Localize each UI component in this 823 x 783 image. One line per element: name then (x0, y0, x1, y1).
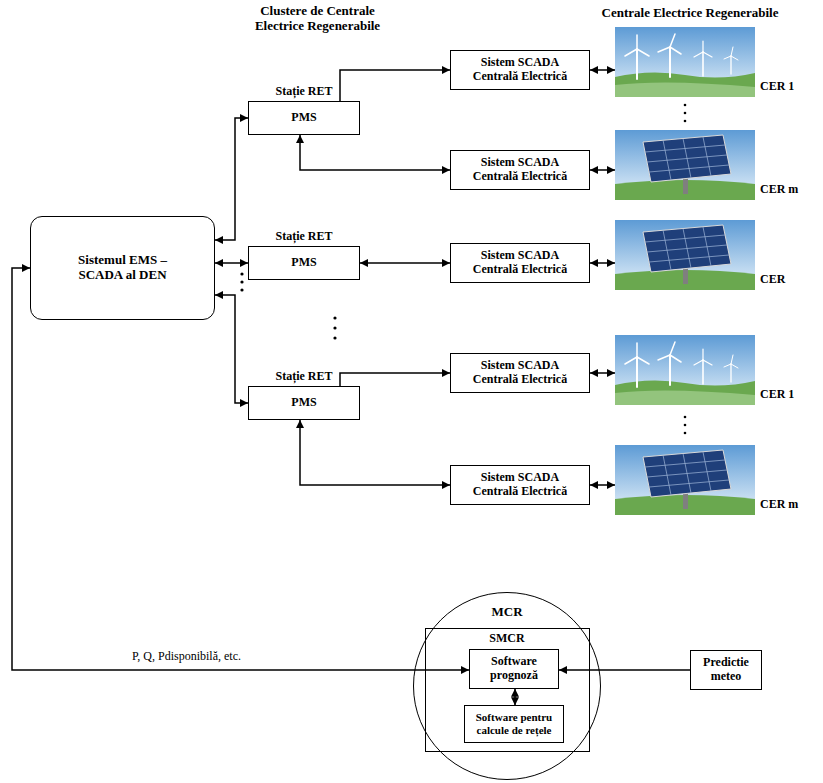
signal-label: P, Q, Pdisponibilă, etc. (130, 650, 243, 664)
connector (360, 262, 450, 264)
scada-box: Sistem SCADA Centrală Electrică (450, 50, 590, 90)
solar-plant-picture (615, 445, 755, 515)
solar-plant-picture (615, 130, 755, 200)
connector (559, 669, 690, 671)
plant-picture: CER (615, 220, 755, 290)
connector-group (12, 70, 690, 705)
node-text: Sistem SCADA Centrală Electrică (469, 359, 571, 387)
connector (590, 262, 615, 264)
connector (590, 372, 615, 374)
connector (590, 69, 615, 71)
ellipsis-dots (240, 104, 686, 435)
connector (12, 268, 469, 670)
wind-farm-picture (615, 335, 755, 405)
pms-box: Stație RETPMS (248, 246, 360, 280)
node-text: MCR (414, 605, 600, 620)
node-text: PMS (291, 111, 316, 125)
station-heading: Stație RET (209, 85, 399, 99)
pms-box: Stație RETPMS (248, 386, 360, 420)
connector (514, 689, 516, 706)
plant-picture: CER m (615, 130, 755, 200)
node-text: Sistem SCADA Centrală Electrică (469, 156, 571, 184)
input-box: Predictie meteo (690, 650, 762, 690)
node-text: Sistemul EMS – SCADA al DEN (56, 253, 189, 283)
plant-picture: CER 1 (615, 27, 755, 97)
node-text: Sistem SCADA Centrală Electrică (469, 249, 571, 277)
system-frame: SMCR Software prognozăSoftware pentru cal… (425, 628, 590, 752)
plant-picture: CER 1 (615, 335, 755, 405)
station-heading: Stație RET (209, 230, 399, 244)
pms-box: Stație RETPMS (248, 101, 360, 135)
connector (300, 135, 450, 170)
node-text: PMS (291, 396, 316, 410)
scada-box: Sistem SCADA Centrală Electrică (450, 465, 590, 505)
node-text: Sistem SCADA Centrală Electrică (469, 56, 571, 84)
connector (215, 118, 248, 240)
solar-plant-picture (615, 220, 755, 290)
station-heading: Stație RET (209, 370, 399, 384)
scada-box: Sistem SCADA Centrală Electrică (450, 150, 590, 190)
connector (215, 295, 248, 403)
node-text: Predictie meteo (697, 656, 755, 684)
software-box: Software pentru calcule de rețele (464, 705, 564, 742)
plant-label: CER (760, 273, 785, 287)
connector (590, 484, 615, 486)
node-text: Software prognoză (476, 655, 552, 683)
plant-label: CER m (760, 183, 798, 197)
column-heading: Clustere de Centrale Electrice Regenerab… (235, 4, 400, 34)
node-text: PMS (291, 256, 316, 270)
system-box: Sistemul EMS – SCADA al DEN (30, 216, 215, 320)
node-text: Software pentru calcule de rețele (471, 711, 557, 736)
center-circle: MCR SMCR Software prognozăSoftware pentru … (413, 592, 601, 780)
node-text: SMCR (426, 632, 589, 646)
connector (300, 420, 450, 485)
software-box: Software prognoză (469, 649, 559, 689)
column-heading: Centrale Electrice Regenerabile (565, 6, 815, 21)
scada-box: Sistem SCADA Centrală Electrică (450, 243, 590, 283)
connector (590, 169, 615, 171)
plant-picture: CER m (615, 445, 755, 515)
plant-label: CER 1 (760, 388, 794, 402)
connector (215, 262, 248, 264)
wind-farm-picture (615, 27, 755, 97)
plant-label: CER m (760, 498, 798, 512)
node-text: Sistem SCADA Centrală Electrică (469, 471, 571, 499)
plant-label: CER 1 (760, 80, 794, 94)
scada-box: Sistem SCADA Centrală Electrică (450, 353, 590, 393)
